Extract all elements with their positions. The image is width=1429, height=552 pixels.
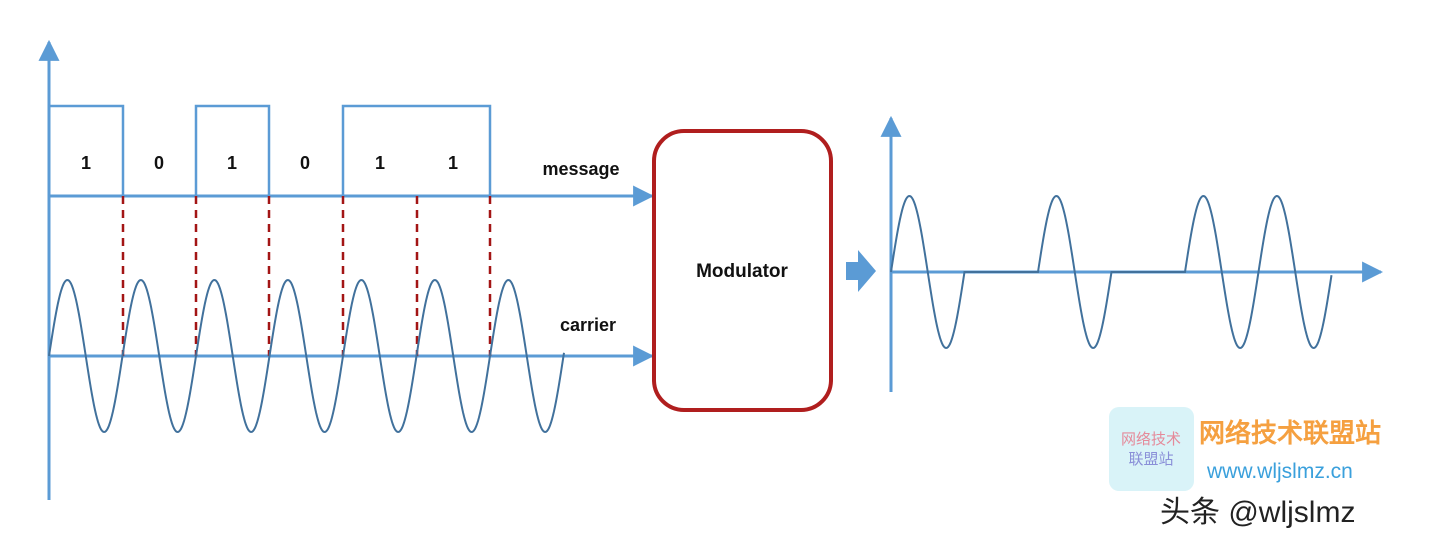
- bit-label: 1: [375, 153, 385, 173]
- watermark: 网络技术 联盟站 网络技术联盟站 www.wljslmz.cn 头条 @wljs…: [1109, 407, 1381, 529]
- watermark-logo-line1: 网络技术: [1121, 431, 1181, 448]
- carrier-sine-wave: [48, 278, 565, 434]
- watermark-title: 网络技术联盟站: [1199, 418, 1381, 448]
- carrier-label: carrier: [560, 315, 616, 335]
- bit-label: 1: [227, 153, 237, 173]
- watermark-logo: [1109, 407, 1194, 491]
- bit-label: 0: [300, 153, 310, 173]
- watermark-toutiao: 头条 @wljslmz: [1160, 496, 1355, 529]
- block-arrow-icon: [846, 250, 876, 292]
- watermark-url: www.wljslmz.cn: [1206, 460, 1353, 483]
- watermark-logo-line2: 联盟站: [1128, 451, 1173, 468]
- bit-label: 0: [154, 153, 164, 173]
- bit-label: 1: [81, 153, 91, 173]
- modulated-output-wave: [890, 194, 1333, 350]
- modulator-label: Modulator: [696, 261, 788, 282]
- message-label: message: [542, 159, 619, 179]
- bit-boundaries: [121, 196, 492, 356]
- modulator-box: [652, 129, 833, 412]
- message-square-wave: [47, 104, 492, 198]
- bit-label: 1: [448, 153, 458, 173]
